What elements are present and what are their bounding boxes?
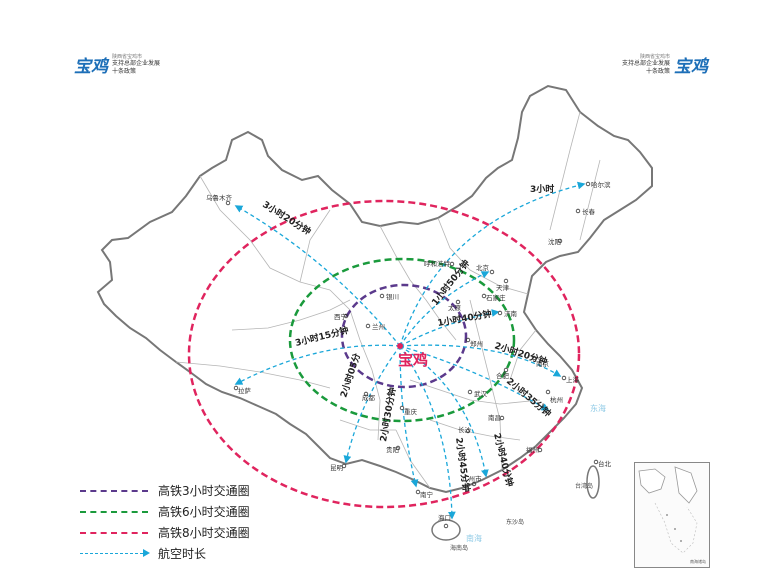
brand-tagline-1-right: 支持总部企业发展 xyxy=(622,60,671,67)
china-outline xyxy=(96,84,653,494)
legend-item-3h: 高铁3小时交通圈 xyxy=(80,480,250,501)
city-hangzhou: 杭州 xyxy=(550,395,563,404)
city-hefei: 合肥 xyxy=(496,371,510,380)
legend-item-8h: 高铁8小时交通圈 xyxy=(80,522,250,543)
flight-routes xyxy=(234,181,586,520)
city-markers: 乌鲁木齐 哈尔滨 长春 沈阳 呼和浩特 北京 天津 石家庄 太原 济南 银川 西… xyxy=(206,180,612,529)
city-urumqi: 乌鲁木齐 xyxy=(206,193,233,202)
legend: 高铁3小时交通圈 高铁6小时交通圈 高铁8小时交通圈 航空时长 xyxy=(80,480,250,564)
legend-item-flight: 航空时长 xyxy=(80,543,250,564)
city-taiyuan: 太原 xyxy=(448,303,462,312)
route-shanghai xyxy=(399,344,562,377)
dongsha-label: 东沙岛 xyxy=(506,518,524,526)
center-city-label: 宝鸡 xyxy=(398,351,428,369)
brand-tagline-2-right: 十条政策 xyxy=(646,68,671,75)
city-fuzhou: 福州 xyxy=(526,445,539,454)
city-jinan: 济南 xyxy=(504,309,518,318)
legend-item-6h: 高铁6小时交通圈 xyxy=(80,501,250,522)
city-shijiazhuang: 石家庄 xyxy=(486,293,506,302)
brand-tagline-2: 十条政策 xyxy=(112,68,137,75)
route-harbin xyxy=(399,181,586,347)
legend-swatch-flight xyxy=(80,549,150,557)
city-nanjing: 南京 xyxy=(536,359,550,368)
ring-8h xyxy=(187,199,581,509)
legend-label-6h: 高铁6小时交通圈 xyxy=(158,505,250,519)
city-yinchuan: 银川 xyxy=(386,292,399,301)
ring-6h xyxy=(288,257,516,423)
inset-title: 南海诸岛 xyxy=(690,559,706,564)
city-nanning: 南宁 xyxy=(420,490,434,499)
city-chengdu: 成都 xyxy=(362,393,376,402)
city-tianjin: 天津 xyxy=(496,284,510,292)
brand-mark-right: 宝鸡 xyxy=(674,57,709,77)
route-nanning xyxy=(399,345,419,488)
hainan-island-label: 海南岛 xyxy=(450,544,468,552)
route-fuzhou xyxy=(399,345,489,478)
logo-left: 宝鸡 陕西省宝鸡市 支持总部企业发展 十条政策 xyxy=(74,52,160,77)
legend-swatch-6h xyxy=(80,510,148,513)
taiwan-island xyxy=(586,465,600,499)
brand-tagline-1: 支持总部企业发展 xyxy=(112,60,161,67)
route-kunming xyxy=(343,345,401,464)
city-kunming: 昆明 xyxy=(330,464,344,472)
south-sea-label: 南海 xyxy=(466,533,482,543)
city-guiyang: 贵阳 xyxy=(386,445,399,454)
route-lhasa xyxy=(234,344,401,385)
city-xining: 西宁 xyxy=(334,312,348,321)
south-sea-inset: 南海诸岛 xyxy=(634,462,710,568)
city-zhengzhou: 郑州 xyxy=(470,340,483,348)
ring-3h xyxy=(340,283,468,389)
city-shanghai: 上海 xyxy=(566,375,580,384)
city-changsha: 长沙 xyxy=(458,425,472,434)
legend-label-3h: 高铁3小时交通圈 xyxy=(158,484,250,498)
east-sea-label: 东海 xyxy=(590,403,606,413)
city-chongqing: 重庆 xyxy=(404,407,418,416)
city-changchun: 长春 xyxy=(582,207,596,216)
inset-map xyxy=(638,466,698,554)
taiwan-island-label: 台湾岛 xyxy=(575,482,593,490)
city-taipei: 台北 xyxy=(598,459,612,468)
duration-harbin: 3小时 xyxy=(530,183,554,195)
city-wuhan: 武汉 xyxy=(474,389,488,398)
city-lhasa: 拉萨 xyxy=(238,386,252,395)
city-lanzhou: 兰州 xyxy=(372,322,385,331)
route-hangzhou xyxy=(399,345,550,411)
center-marker xyxy=(397,343,403,349)
city-shenyang: 沈阳 xyxy=(548,237,561,246)
city-beijing: 北京 xyxy=(476,263,490,272)
route-urumqi xyxy=(234,205,401,347)
legend-label-8h: 高铁8小时交通圈 xyxy=(158,526,250,540)
city-guangzhou: 广州市 xyxy=(462,474,482,483)
hainan-island xyxy=(431,519,461,541)
logo-right: 陕西省宝鸡市 支持总部企业发展 十条政策 宝鸡 xyxy=(622,52,708,77)
brand-mark: 宝鸡 xyxy=(74,57,108,77)
legend-swatch-3h xyxy=(80,489,148,492)
brand-small-text-right: 陕西省宝鸡市 xyxy=(640,54,671,60)
city-haikou: 海口 xyxy=(438,513,451,522)
route-guangzhou xyxy=(399,345,456,520)
legend-label-flight: 航空时长 xyxy=(158,547,207,561)
legend-swatch-8h xyxy=(80,531,148,534)
city-harbin: 哈尔滨 xyxy=(591,180,611,189)
brand-small-text: 陕西省宝鸡市 xyxy=(112,54,143,60)
city-hohhot: 呼和浩特 xyxy=(424,259,451,268)
city-nanchang: 南昌 xyxy=(488,413,501,422)
route-jinan xyxy=(399,309,500,347)
